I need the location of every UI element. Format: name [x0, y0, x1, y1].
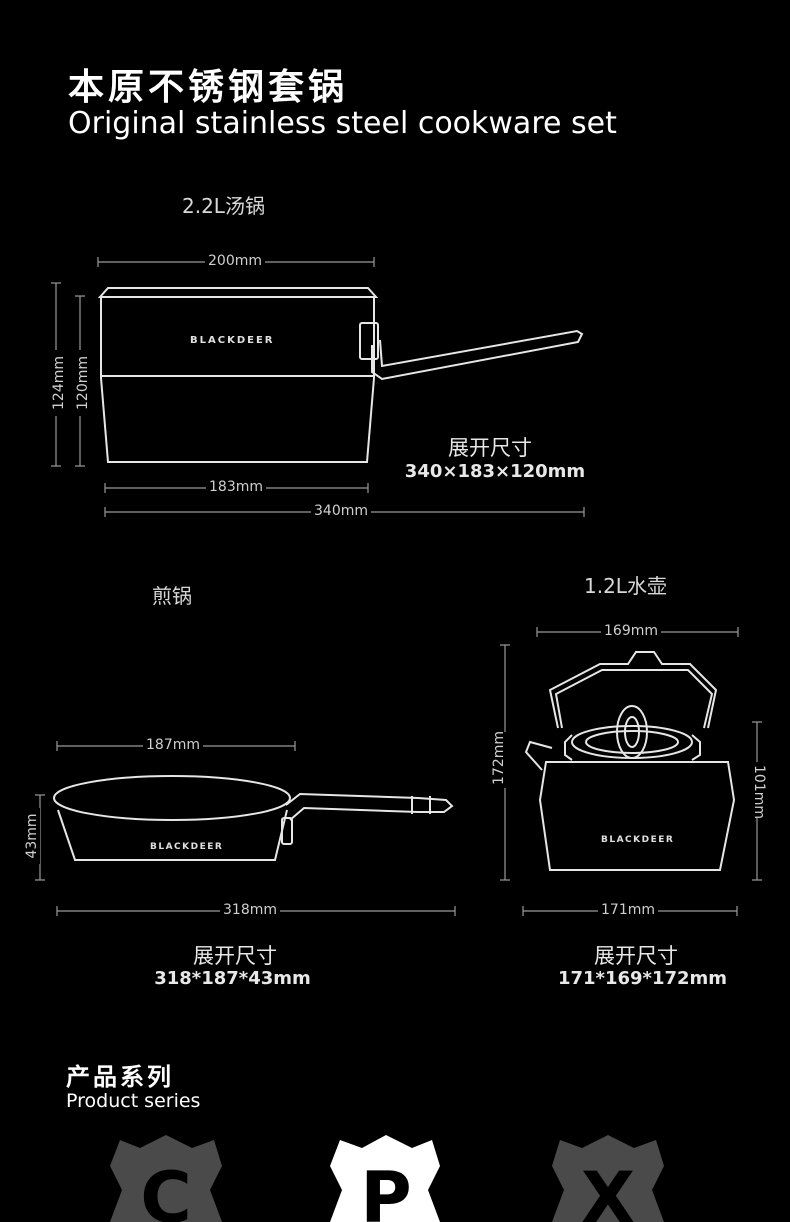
- pot-name: 2.2L汤锅: [182, 194, 265, 218]
- pot-spec-value: 340×183×120mm: [404, 461, 586, 482]
- series-title-en: Product series: [66, 1090, 201, 1112]
- pan-spec-value: 318*187*43mm: [154, 968, 311, 989]
- pan-name: 煎锅: [152, 584, 192, 608]
- series-badge-x[interactable]: X: [552, 1135, 664, 1222]
- kettle-name: 1.2L水壶: [584, 574, 667, 598]
- series-badge-c[interactable]: C: [110, 1135, 222, 1222]
- kettle-spec-label: 展开尺寸: [594, 944, 678, 968]
- pan-drawing: [53, 775, 454, 861]
- page-title-cn: 本原不锈钢套锅: [68, 67, 349, 108]
- pot-dim-width: 200mm: [205, 253, 265, 269]
- kettle-dim-bottom: 171mm: [598, 902, 658, 918]
- pot-drawing: [97, 287, 584, 463]
- pan-dim-width: 187mm: [143, 737, 203, 753]
- kettle-drawing: [524, 651, 736, 871]
- pot-dim-total: 340mm: [311, 503, 371, 519]
- kettle-spec-value: 171*169*172mm: [557, 968, 728, 989]
- series-badge-c-letter: C: [140, 1157, 191, 1222]
- series-badge-p-letter: P: [360, 1157, 411, 1222]
- series-badge-p[interactable]: P: [330, 1135, 440, 1222]
- pan-brand-logo: BLACKDEER: [150, 842, 224, 852]
- kettle-dim-top: 169mm: [601, 623, 661, 639]
- page-title-en: Original stainless steel cookware set: [68, 106, 617, 141]
- kettle-brand-logo: BLACKDEER: [601, 835, 675, 845]
- pan-dim-total: 318mm: [220, 902, 280, 918]
- series-badge-x-letter: X: [581, 1157, 635, 1222]
- pan-spec-label: 展开尺寸: [193, 944, 277, 968]
- pot-dim-bottom: 183mm: [206, 479, 266, 495]
- pot-spec-label: 展开尺寸: [448, 436, 532, 460]
- series-title-cn: 产品系列: [66, 1063, 174, 1091]
- pot-brand-logo: BLACKDEER: [190, 335, 275, 346]
